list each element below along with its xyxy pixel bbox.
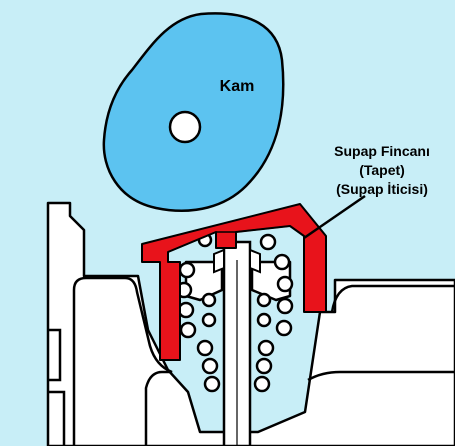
- tappet-leader-line: [303, 194, 366, 240]
- cam-lobe-icon: [102, 12, 285, 212]
- valve-cup-inner: [167, 225, 305, 253]
- cam-label: Kam: [220, 78, 255, 95]
- head-lower-outline: [307, 370, 455, 382]
- cylinder-head-body: [46, 201, 455, 446]
- port-step-outline: [48, 328, 62, 382]
- tappet-label-line1: Supap Fincanı: [334, 143, 430, 159]
- head-step-outline: [330, 284, 455, 313]
- tappet-label-line3: (Supap İticisi): [336, 181, 428, 197]
- tappet-label-line2: (Tapet): [359, 162, 405, 178]
- coil-spring-icon: [175, 232, 294, 393]
- port-outline: [72, 276, 173, 446]
- valve-collets: [213, 248, 261, 274]
- port-lower-outline: [48, 390, 66, 446]
- camshaft-bore: [168, 110, 202, 144]
